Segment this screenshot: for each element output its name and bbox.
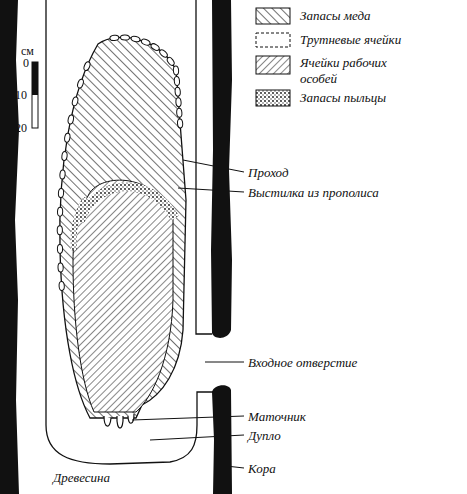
legend-text: Ячейки рабочих особей [300,55,410,87]
drone-cell [176,98,182,107]
part-label: Входное отверстие [247,355,358,370]
drone-cell [110,35,120,41]
leader-lines [132,160,244,468]
drone-cell [59,281,65,290]
honey-comb [60,37,186,418]
drone-cell [83,61,91,71]
drone-cell [158,49,168,59]
part-label: Древесина [52,470,111,485]
worker-brood [73,180,173,412]
scale-number: 20 [14,121,28,136]
queen-cell [104,414,134,428]
drone-cell [120,35,129,41]
legend-text: Трутневые ячейки [300,32,401,48]
drone-cell [57,226,62,235]
drone-cell [176,108,182,117]
scale-number: 10 [14,88,28,103]
scale-bar [32,62,38,128]
drone-cell [58,188,64,197]
bark-left [0,0,19,494]
drone-cell [141,38,151,46]
drone-cell [177,119,183,128]
pollen-band [74,198,87,250]
drone-cell [58,263,64,272]
drone-cell [173,66,179,75]
drone-cell [131,35,141,42]
pollen-band [80,187,175,222]
legend-swatch [256,33,290,47]
drone-cells [57,35,183,291]
hollow-wall [46,0,213,464]
drone-cell [67,115,74,125]
legend-text: Запасы меда [300,8,371,24]
part-label: Проход [247,165,289,180]
drone-cell [175,87,181,96]
drone-cell [174,76,180,85]
part-label: Кора [247,461,277,476]
drone-cell [71,96,78,106]
drone-cell [64,133,71,143]
part-label: Маточник [247,409,307,424]
drone-cell [166,56,176,66]
legend-swatch [256,90,290,106]
hollow-wall [196,0,212,334]
legend-swatch [256,56,290,74]
drone-cell [150,42,160,51]
drone-cell [61,151,67,161]
bark-right-lower [212,385,232,494]
legend-text: Запасы пыльцы [300,90,386,106]
scale-bar [32,62,38,95]
scale-number: 0 [22,56,30,71]
part-label: Дупло [247,428,282,443]
drone-cell [57,244,62,253]
drone-cell [57,207,62,216]
part-label: Выстилка из прополиса [247,185,380,200]
drone-cell [59,170,65,179]
drone-cell [77,79,85,89]
legend-swatch [256,8,290,24]
